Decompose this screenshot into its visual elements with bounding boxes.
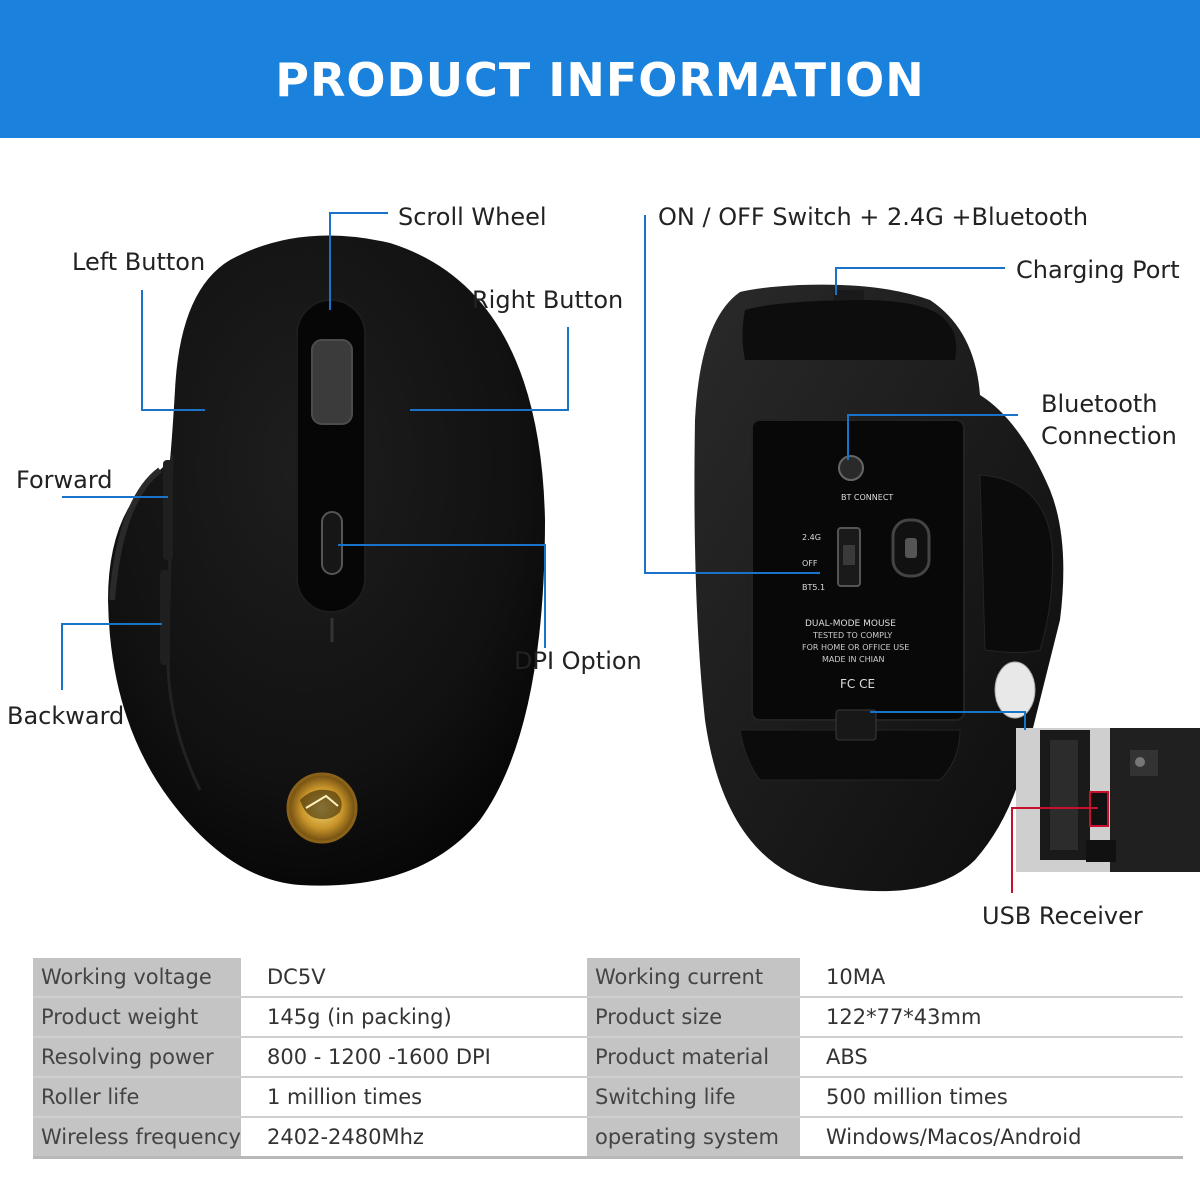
spec-value: 145g (in packing) bbox=[241, 998, 579, 1038]
forward-side-button[interactable] bbox=[163, 460, 173, 560]
spec-key: Wireless frequency bbox=[33, 1118, 241, 1159]
spec-key: operating system bbox=[587, 1118, 800, 1159]
spec-value: 2402-2480Mhz bbox=[241, 1118, 579, 1159]
banner bbox=[0, 0, 1200, 138]
spec-value: Windows/Macos/Android bbox=[800, 1118, 1183, 1159]
spec-key: Working voltage bbox=[33, 958, 241, 998]
spec-gap bbox=[579, 1118, 587, 1159]
mode-off-text: OFF bbox=[802, 559, 818, 568]
spec-gap bbox=[579, 998, 587, 1038]
spec-value: 500 million times bbox=[800, 1078, 1183, 1118]
dpi-button[interactable] bbox=[321, 511, 343, 575]
page-title: PRODUCT INFORMATION bbox=[275, 53, 925, 107]
product-illustration: BT CONNECT 2.4G OFF BT5.1 DUAL-MODE MOUS… bbox=[61, 212, 1200, 893]
spec-key: Product size bbox=[587, 998, 800, 1038]
callout-lines bbox=[61, 212, 1026, 730]
label-left-button: Left Button bbox=[72, 248, 206, 276]
label-on-off-switch: ON / OFF Switch + 2.4G +Bluetooth bbox=[658, 203, 1089, 231]
label-right-button: Right Button bbox=[472, 286, 624, 314]
spec-value: 10MA bbox=[800, 958, 1183, 998]
spec-key: Resolving power bbox=[33, 1038, 241, 1078]
spec-key: Switching life bbox=[587, 1078, 800, 1118]
usb-receiver-inset bbox=[1016, 728, 1200, 872]
spec-value: 1 million times bbox=[241, 1078, 579, 1118]
charging-port bbox=[834, 290, 864, 300]
print-line2: TESTED TO COMPLY bbox=[812, 631, 892, 640]
backward-side-button[interactable] bbox=[160, 570, 170, 665]
print-line1: DUAL-MODE MOUSE bbox=[805, 619, 896, 629]
label-usb-receiver: USB Receiver bbox=[982, 902, 1143, 930]
spec-key: Product material bbox=[587, 1038, 800, 1078]
spec-value: 800 - 1200 -1600 DPI bbox=[241, 1038, 579, 1078]
mode-24g-text: 2.4G bbox=[802, 533, 821, 542]
mouse-top-view bbox=[108, 235, 545, 886]
spec-value: 122*77*43mm bbox=[800, 998, 1183, 1038]
spec-value: ABS bbox=[800, 1038, 1183, 1078]
usb-callout-line bbox=[1011, 807, 1098, 893]
sticker bbox=[994, 661, 1036, 719]
spec-value: DC5V bbox=[241, 958, 579, 998]
label-bluetooth: Bluetooth bbox=[1041, 390, 1158, 418]
spec-gap bbox=[579, 1038, 587, 1078]
scroll-wheel[interactable] bbox=[311, 339, 353, 425]
spec-key: Product weight bbox=[33, 998, 241, 1038]
receiver-slot bbox=[835, 709, 877, 741]
label-connection: Connection bbox=[1041, 422, 1177, 450]
spec-gap bbox=[579, 1078, 587, 1118]
mode-bt-text: BT5.1 bbox=[802, 583, 825, 592]
label-dpi-option: DPI Option bbox=[514, 647, 642, 675]
label-charging-port: Charging Port bbox=[1016, 256, 1180, 284]
certification-marks: FC CE bbox=[840, 677, 875, 691]
dragon-logo bbox=[286, 772, 358, 844]
print-line3: FOR HOME OR OFFICE USE bbox=[802, 643, 909, 652]
spec-gap bbox=[579, 958, 587, 998]
label-scroll-wheel: Scroll Wheel bbox=[398, 203, 547, 231]
label-forward: Forward bbox=[16, 466, 113, 494]
bt-connect-text: BT CONNECT bbox=[841, 493, 893, 502]
bt-connect-button[interactable] bbox=[838, 455, 864, 481]
print-line4: MADE IN CHIAN bbox=[822, 655, 884, 664]
spec-key: Roller life bbox=[33, 1078, 241, 1118]
mouse-bottom-view: BT CONNECT 2.4G OFF BT5.1 DUAL-MODE MOUS… bbox=[694, 284, 1064, 892]
label-backward: Backward bbox=[7, 702, 125, 730]
spec-key: Working current bbox=[587, 958, 800, 998]
